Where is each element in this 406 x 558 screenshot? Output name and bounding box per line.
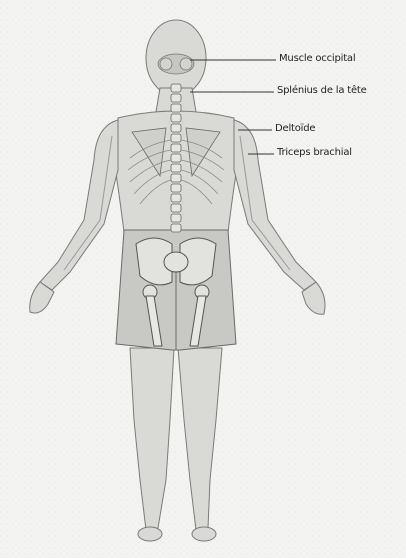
label-occipital: Muscle occipital bbox=[279, 53, 355, 64]
label-splenius: Splénius de la tête bbox=[277, 85, 367, 96]
label-triceps: Triceps brachial bbox=[277, 147, 352, 158]
shorts bbox=[116, 230, 236, 350]
occipital-region bbox=[158, 54, 194, 74]
spine bbox=[171, 84, 181, 232]
label-deltoid: Deltoïde bbox=[275, 123, 315, 134]
